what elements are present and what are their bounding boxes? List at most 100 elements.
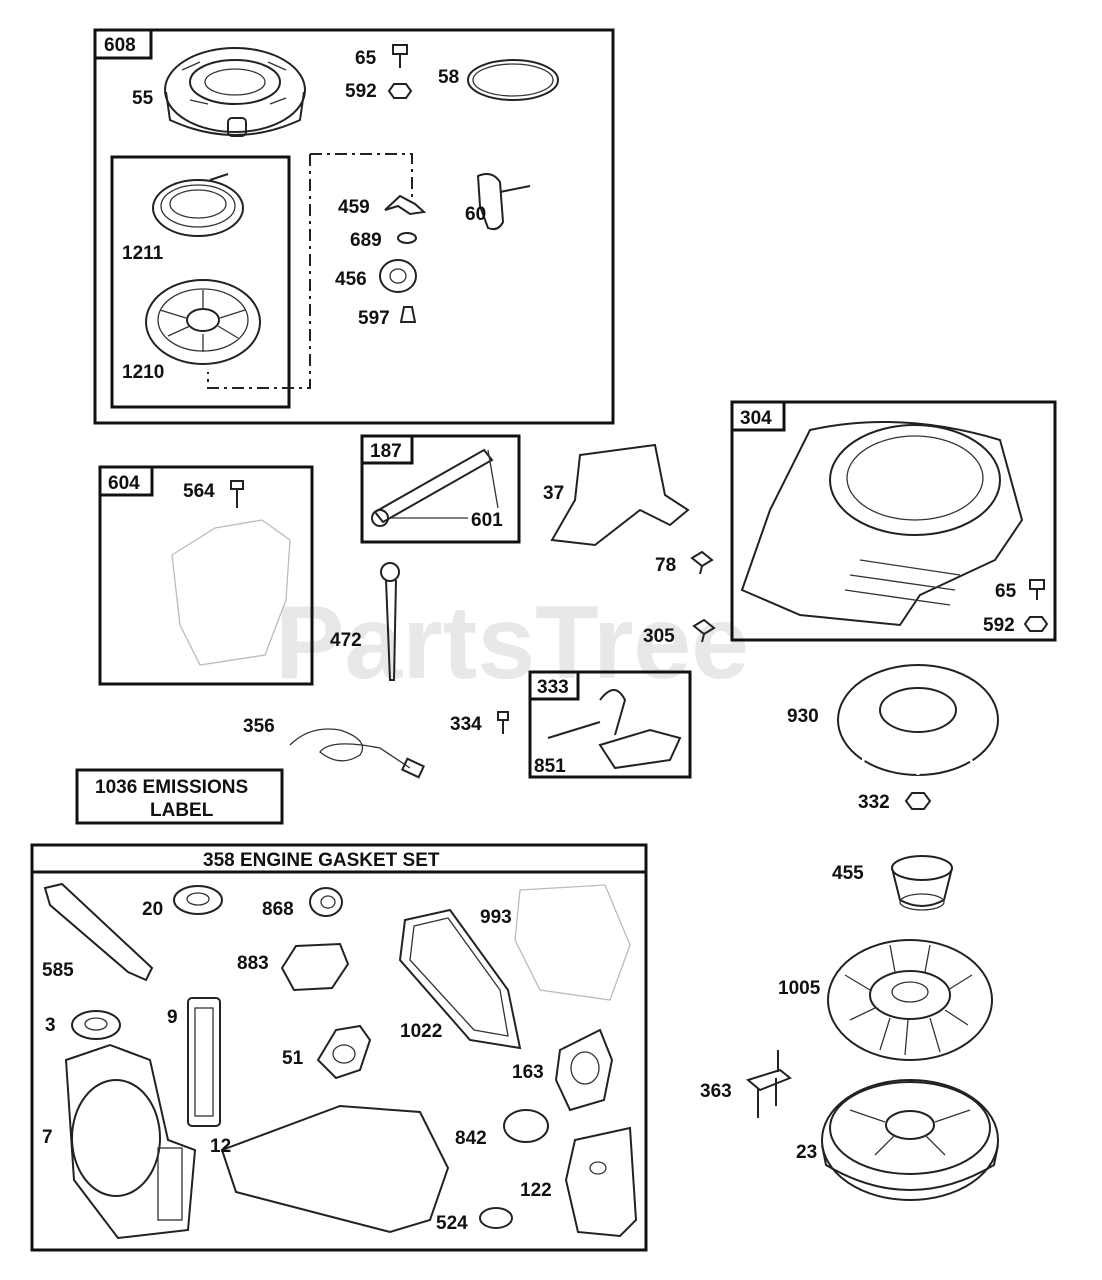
gasket-122-part [564, 1126, 638, 1238]
group-304: 304 65 592 [730, 400, 1057, 642]
group-604-frame [98, 465, 314, 686]
part-label-601: 601 [471, 510, 503, 531]
subassembly-bracket [207, 153, 413, 389]
starter-handle-part [476, 173, 531, 231]
starter-pulley-box [110, 155, 291, 409]
group-604-tag: 604 [108, 473, 140, 494]
screw-305-part [692, 618, 716, 643]
part-label-60: 60 [465, 204, 486, 225]
part-label-592-housing: 592 [983, 615, 1015, 636]
retainer-clip-part [397, 232, 417, 244]
part-label-883: 883 [237, 953, 269, 974]
screw-564-part [230, 480, 244, 508]
nut-592-housing-part [1023, 616, 1049, 632]
group-304-frame [730, 400, 1057, 642]
gasket-set-title: 358 ENGINE GASKET SET [203, 850, 440, 871]
part-label-930: 930 [787, 706, 819, 727]
screw-65-housing-part [1029, 579, 1045, 600]
group-187-tag-box [360, 434, 414, 465]
starter-housing-part [164, 47, 306, 137]
emissions-label-line1: 1036 EMISSIONS [95, 777, 248, 798]
part-label-23: 23 [796, 1142, 817, 1163]
part-label-65-top: 65 [355, 48, 377, 69]
gasket-585-part [43, 882, 154, 982]
ground-wire-part [289, 728, 426, 779]
part-label-993: 993 [480, 907, 512, 928]
ratchet-screw-part [399, 306, 417, 323]
part-label-1211: 1211 [122, 243, 164, 264]
flywheel-nut-part [904, 792, 932, 810]
head-gasket-7-part [64, 1043, 197, 1240]
nut-592-part [387, 83, 413, 99]
gasket-set-frame [30, 843, 648, 1252]
part-label-37: 37 [543, 483, 564, 504]
part-label-9: 9 [167, 1007, 178, 1028]
pawl-part [384, 194, 427, 216]
flywheel-fan-part [827, 939, 993, 1061]
blower-housing-part [740, 421, 1024, 627]
part-label-459: 459 [338, 197, 370, 218]
part-label-12: 12 [210, 1136, 231, 1157]
part-label-472: 472 [330, 630, 362, 651]
part-label-689: 689 [350, 230, 382, 251]
group-608-frame [93, 28, 615, 425]
part-label-456: 456 [335, 269, 367, 290]
group-608: 608 55 65 592 58 [93, 28, 615, 425]
group-333-tag: 333 [537, 677, 569, 698]
part-label-842: 842 [455, 1128, 487, 1149]
gasket-51-part [316, 1024, 372, 1080]
starter-rope-part [467, 59, 559, 101]
starter-pulley-part [145, 279, 261, 365]
group-608-tag-box [93, 28, 153, 60]
part-label-65-housing: 65 [995, 581, 1017, 602]
o-ring-524-part [479, 1207, 513, 1229]
part-label-455: 455 [832, 863, 864, 884]
group-187: 187 601 [360, 434, 521, 544]
dipstick-tube-part [371, 448, 499, 527]
group-333-tag-box [528, 670, 580, 701]
gasket-883-part [280, 942, 350, 992]
part-label-356: 356 [243, 716, 275, 737]
watermark-text: PartsTree [275, 585, 749, 701]
part-label-334: 334 [450, 714, 482, 735]
group-304-tag-box [730, 400, 786, 432]
o-ring-842-part [503, 1109, 549, 1143]
screw-78-part [690, 550, 714, 575]
ratchet-part [379, 259, 417, 293]
starter-cup-part [891, 855, 953, 911]
shield-part [550, 443, 690, 547]
screw-65-part [392, 44, 408, 68]
part-label-524: 524 [436, 1213, 468, 1234]
part-label-55: 55 [132, 88, 154, 109]
recoil-spring-part [152, 173, 244, 237]
part-label-851: 851 [534, 756, 566, 777]
part-label-163: 163 [512, 1062, 544, 1083]
group-333: 333 851 [528, 670, 692, 779]
emissions-label-box: 1036 EMISSIONS LABEL [75, 768, 284, 825]
part-label-7: 7 [42, 1127, 53, 1148]
part-label-332: 332 [858, 792, 890, 813]
group-604: 604 564 [98, 465, 314, 686]
rotating-screen-part [837, 664, 999, 776]
crankcase-gasket-12-part [220, 1104, 450, 1234]
part-label-868: 868 [262, 899, 294, 920]
part-label-20: 20 [142, 899, 163, 920]
part-label-58: 58 [438, 67, 459, 88]
gasket-set-group: 358 ENGINE GASKET SET 585 20 868 993 883… [30, 843, 648, 1252]
part-label-1210: 1210 [122, 362, 164, 383]
emissions-label-line2: LABEL [150, 800, 214, 821]
part-label-597: 597 [358, 308, 390, 329]
oil-seal-868-part [309, 887, 343, 917]
part-label-592-top: 592 [345, 81, 377, 102]
group-608-tag: 608 [104, 35, 136, 56]
gasket-1022-part [398, 908, 522, 1050]
part-label-3: 3 [45, 1015, 56, 1036]
group-333-frame [528, 670, 692, 779]
part-label-564: 564 [183, 481, 215, 502]
dipstick-part [380, 562, 400, 681]
screw-334-part [497, 711, 509, 734]
part-label-363: 363 [700, 1081, 732, 1102]
group-187-tag: 187 [370, 441, 402, 462]
brake-bracket-part [745, 1050, 792, 1118]
